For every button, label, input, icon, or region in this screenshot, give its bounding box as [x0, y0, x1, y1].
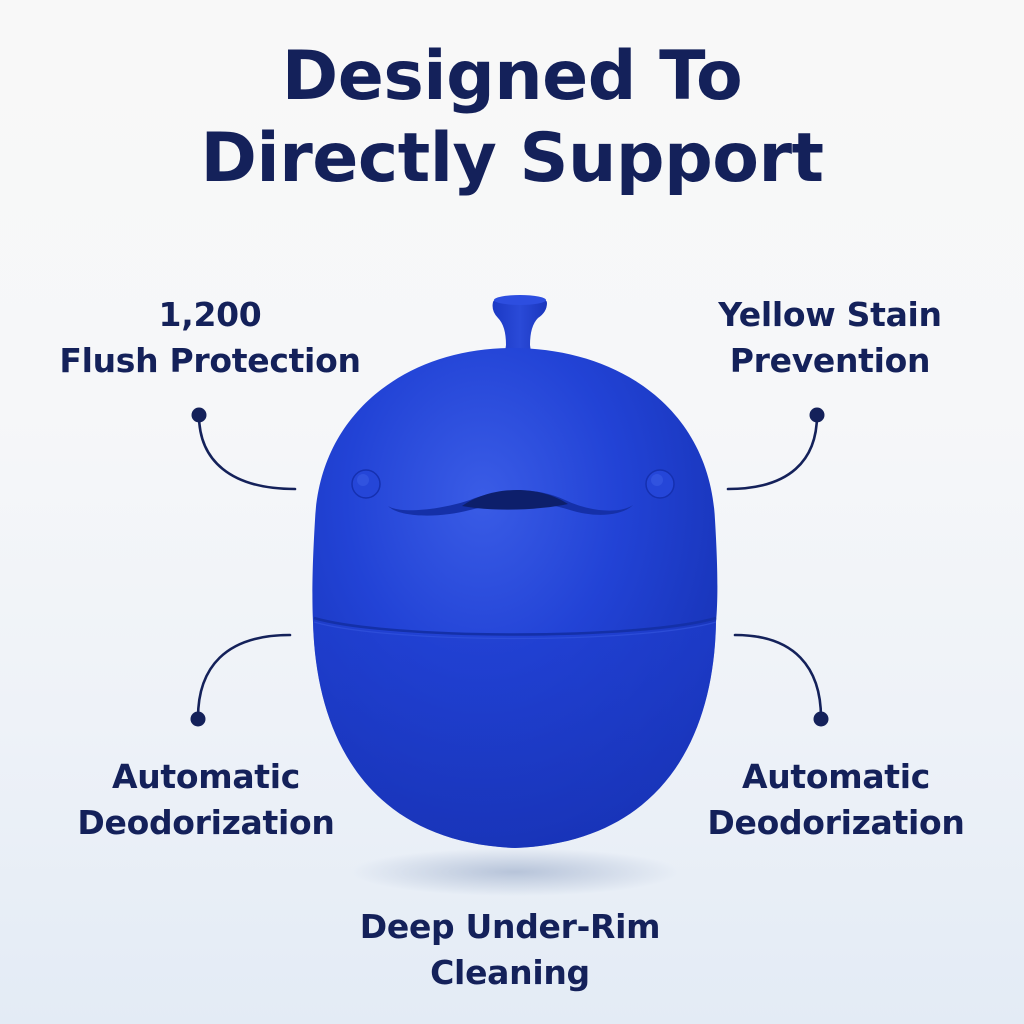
dot-top-right — [809, 407, 825, 423]
connector-bottom-left — [196, 633, 292, 720]
feature-line-2: Deodorization — [77, 803, 335, 842]
feature-yellow-stain-prevention: Yellow Stain Prevention — [680, 292, 980, 384]
feature-automatic-deodorization-right: Automatic Deodorization — [676, 754, 996, 846]
feature-line-1: 1,200 — [158, 295, 262, 334]
feature-line-2: Cleaning — [430, 953, 590, 992]
title-line-1: Designed To — [281, 37, 743, 116]
feature-line-2: Flush Protection — [59, 341, 361, 380]
whale-body — [312, 348, 718, 848]
knob-icon — [492, 295, 547, 352]
feature-deep-under-rim-cleaning: Deep Under-Rim Cleaning — [290, 904, 730, 996]
title-line-2: Directly Support — [200, 119, 824, 198]
feature-line-1: Automatic — [111, 757, 301, 796]
dot-bottom-right — [813, 711, 829, 727]
feature-line-2: Prevention — [729, 341, 931, 380]
feature-line-1: Yellow Stain — [718, 295, 942, 334]
right-eye-icon — [645, 469, 675, 499]
dot-top-left — [191, 407, 207, 423]
dot-bottom-left — [190, 711, 206, 727]
feature-line-1: Deep Under-Rim — [359, 907, 661, 946]
page-title: Designed To Directly Support — [0, 36, 1024, 200]
mouth-opening — [388, 489, 633, 516]
feature-automatic-deodorization-left: Automatic Deodorization — [46, 754, 366, 846]
feature-line-1: Automatic — [741, 757, 931, 796]
feature-flush-protection: 1,200 Flush Protection — [50, 292, 370, 384]
feature-line-2: Deodorization — [707, 803, 965, 842]
shadow — [350, 848, 680, 896]
connector-top-left — [197, 413, 297, 491]
connector-bottom-right — [733, 633, 823, 720]
left-eye-icon — [351, 469, 381, 499]
connector-top-right — [726, 413, 819, 491]
